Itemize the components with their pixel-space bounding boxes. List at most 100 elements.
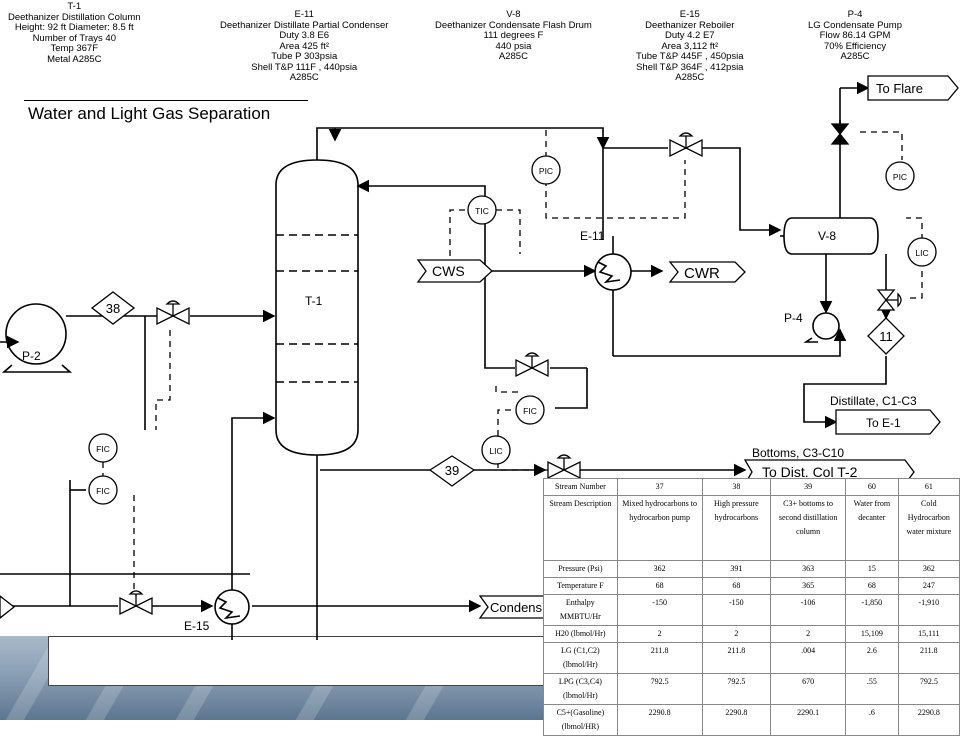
pic-label: PIC: [893, 172, 907, 182]
e11-spec-line: Shell T&P 111F , 440psia: [251, 61, 358, 73]
table-cell: Water from decanter: [845, 495, 899, 561]
row-label: LG (C1,C2) (lbmol/Hr): [543, 642, 618, 674]
condensate-arrow-tag: [478, 595, 546, 619]
table-cell: 792.5: [701, 673, 772, 705]
section-title: Water and Light Gas Separation: [28, 104, 271, 123]
table-cell: 792.5: [897, 673, 960, 705]
table-cell: 2: [616, 625, 703, 643]
fic-instrument: [515, 395, 545, 425]
pic-instrument: [531, 155, 561, 185]
v8-spec-line: A285C: [498, 51, 528, 62]
p4-spec-line: LG Condensate Pump: [808, 19, 903, 31]
row-label: Pressure (Psi): [543, 560, 618, 578]
p4-spec-line: 70% Efficiency: [823, 40, 887, 52]
e15-spec-line: Deethanizer Reboiler: [645, 19, 735, 31]
pic-label: PIC: [539, 166, 553, 176]
control-valve: [669, 132, 703, 158]
row-label: Enthalpy MMBTU/Hr: [543, 594, 618, 626]
table-cell: -1,910: [897, 594, 960, 626]
e11-spec-line: Duty 3.8 E6: [279, 30, 330, 41]
stream-number-38: 38: [106, 301, 120, 316]
t1-spec-line: Deethanizer Distillation Column: [8, 11, 141, 23]
fic-label: FIC: [96, 486, 110, 496]
tic-instrument: [467, 195, 497, 225]
title-rule: [24, 100, 308, 101]
table-cell: -150: [701, 594, 772, 626]
cws-arrow-tag: [416, 259, 493, 283]
overhead-line: [316, 127, 610, 160]
cws-label: CWS: [432, 263, 465, 279]
table-cell: 61: [897, 478, 960, 496]
fic-instrument: [88, 433, 118, 463]
table-cell: 15,111: [897, 625, 960, 643]
table-cell: 15,109: [845, 625, 899, 643]
t1-spec-label: T-1 Deethanizer Distillation Column Heig…: [8, 1, 141, 65]
table-cell: 792.5: [616, 673, 703, 705]
table-cell: High pressure hydrocarbons: [701, 495, 772, 561]
table-cell: 362: [897, 560, 960, 578]
table-cell: .55: [845, 673, 899, 705]
table-cell: .004: [770, 642, 847, 674]
table-cell: 391: [701, 560, 772, 578]
table-cell: 670: [770, 673, 847, 705]
table-cell: 2290.8: [897, 704, 960, 736]
e11-spec-line: Area 425 ft²: [279, 40, 330, 52]
control-valve: [876, 289, 902, 311]
row-label: Temperature F: [543, 577, 618, 595]
p4-tag: P-4: [847, 9, 863, 20]
lic-instrument: [481, 435, 511, 465]
table-cell: 211.8: [701, 642, 772, 674]
v8-diagram-tag: V-8: [818, 229, 836, 243]
table-cell: 68: [701, 577, 772, 595]
t1-spec-line: Metal A285C: [47, 53, 102, 65]
p4-diagram-tag: P-4: [784, 311, 803, 325]
t1-tag: T-1: [67, 1, 82, 12]
v8-spec-label: V-8 Deethanizer Condensate Flash Drum 11…: [435, 9, 592, 63]
blank-caption-box: [48, 636, 546, 686]
flash-drum-v8: [783, 217, 879, 255]
p4-spec-label: P-4 LG Condensate Pump Flow 86.14 GPM 70…: [808, 9, 903, 63]
table-row: Enthalpy MMBTU/Hr-150-150-106-1,850-1,91…: [543, 594, 960, 626]
table-cell: Cold Hydrocarbon water mixture: [897, 495, 960, 561]
fic-label: FIC: [96, 444, 110, 454]
table-cell: 363: [770, 560, 847, 578]
row-label: C5+(Gasoline) (lbmol/HR): [543, 704, 618, 736]
table-cell: 362: [616, 560, 703, 578]
table-cell: -150: [616, 594, 703, 626]
e15-tag: E-15: [679, 9, 700, 20]
table-cell: -106: [770, 594, 847, 626]
row-label: Stream Number: [543, 478, 618, 496]
e15-spec-label: E-15 Deethanizer Reboiler Duty 4.2 E7 Ar…: [636, 9, 744, 84]
to-t2-label: To Dist. Col T-2: [762, 464, 858, 480]
v8-spec-line: Deethanizer Condensate Flash Drum: [435, 19, 592, 31]
table-cell: 38: [701, 478, 772, 496]
table-cell: 39: [770, 478, 847, 496]
table-cell: 2290.8: [616, 704, 703, 736]
e15-diagram-tag: E-15: [184, 619, 210, 633]
table-cell: C3+ bottoms to second distillation colum…: [770, 495, 847, 561]
p4-spec-line: A285C: [840, 51, 870, 62]
e15-spec-line: Area 3,112 ft²: [661, 40, 719, 52]
v8-spec-line: 440 psia: [495, 40, 532, 52]
table-cell: 15: [845, 560, 899, 578]
row-label: LPG (C3,C4) (lbmol/Hr): [543, 673, 618, 705]
process-flow-diagram: TIC PIC PIC LIC FIC LIC FIC FIC 38 39 11: [0, 75, 959, 640]
stream-number-11: 11: [879, 329, 893, 344]
t1-diagram-tag: T-1: [305, 294, 323, 308]
table-cell: .6: [845, 704, 899, 736]
e15-spec-line: Tube T&P 445F , 450psia: [636, 51, 744, 62]
e11-spec-label: E-11 Deethanizer Distillate Partial Cond…: [220, 9, 388, 84]
row-label: Stream Description: [543, 495, 618, 561]
to-e1-arrow-tag: [835, 409, 941, 435]
flare-label: To Flare: [876, 81, 923, 96]
e11-diagram-tag: E-11: [580, 229, 605, 243]
control-valve: [547, 454, 581, 480]
